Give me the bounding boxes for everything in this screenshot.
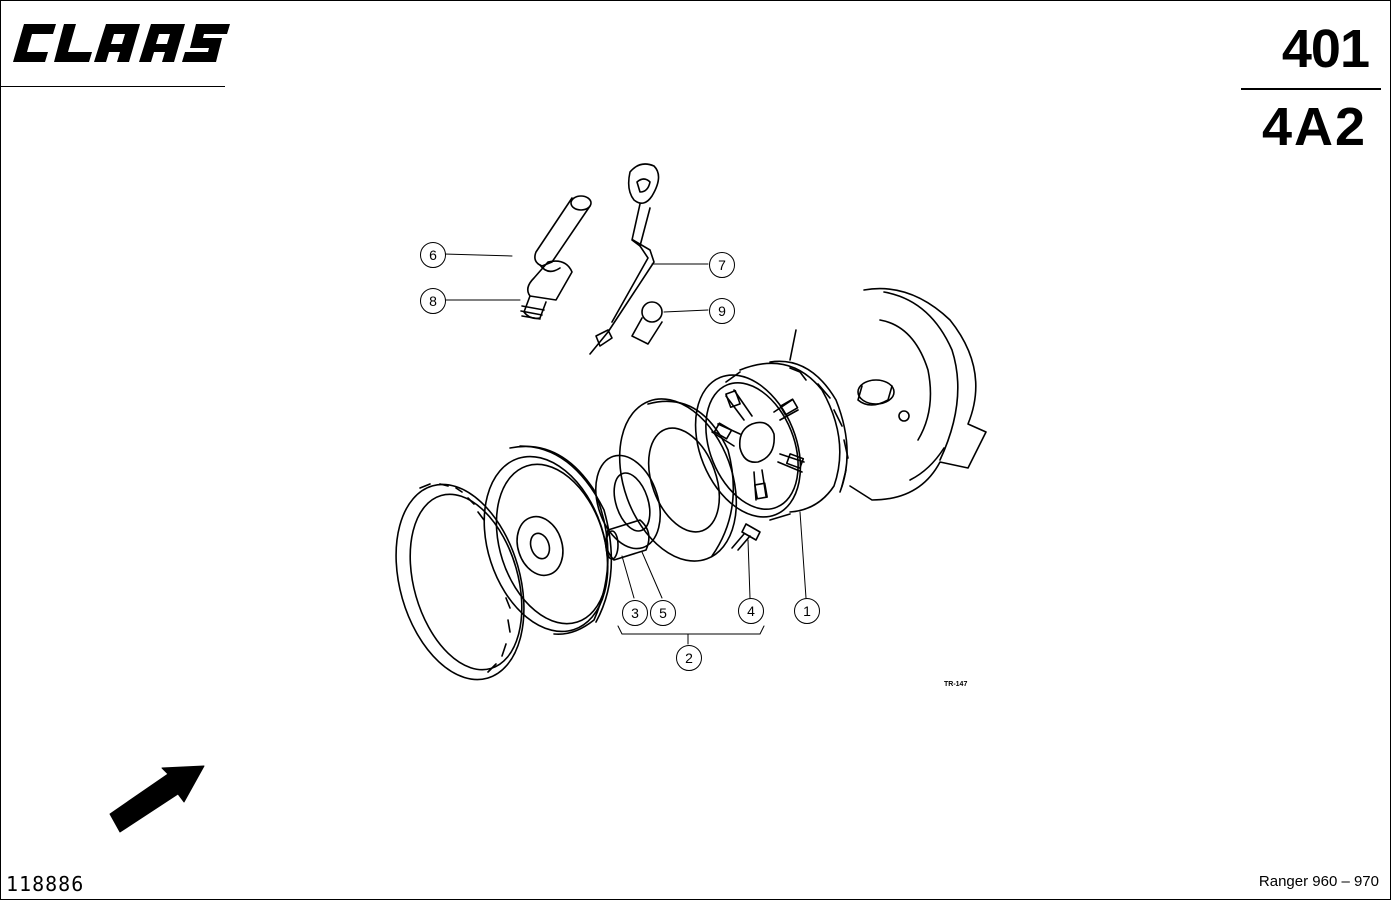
arrow-up-right-icon: [109, 765, 205, 833]
section-code: 4A2: [1261, 97, 1367, 157]
logo-underline: [0, 86, 225, 87]
flex-plate-part: [618, 398, 738, 562]
callout-3: 3: [622, 600, 648, 626]
clamp-part: [631, 301, 663, 345]
model-label: Ranger 960 – 970: [1258, 873, 1379, 890]
callout-6: 6: [420, 242, 446, 268]
callout-9: 9: [709, 298, 735, 324]
ring-gear-part: [395, 483, 525, 681]
callout-5: 5: [650, 600, 676, 626]
callout-1: 1: [794, 598, 820, 624]
bolt-part: [731, 523, 761, 551]
page-number: 401: [1281, 19, 1370, 79]
callout-4: 4: [738, 598, 764, 624]
housing-part: [789, 287, 987, 501]
flywheel-part: [483, 445, 613, 636]
callout-2: 2: [676, 645, 702, 671]
leader-lines: [443, 253, 807, 645]
callout-8: 8: [420, 288, 446, 314]
claas-logo: [13, 24, 230, 62]
callout-7: 7: [709, 252, 735, 278]
pipe-part: [534, 195, 592, 273]
converter-part: [694, 360, 849, 521]
page-number-rule: [1241, 88, 1381, 90]
figure-code: TR-147: [944, 681, 968, 688]
retaining-ring-part: [595, 454, 661, 550]
elbow-fitting-part: [520, 260, 573, 320]
document-number: 118886: [6, 872, 85, 896]
dipstick-part: [589, 163, 660, 355]
